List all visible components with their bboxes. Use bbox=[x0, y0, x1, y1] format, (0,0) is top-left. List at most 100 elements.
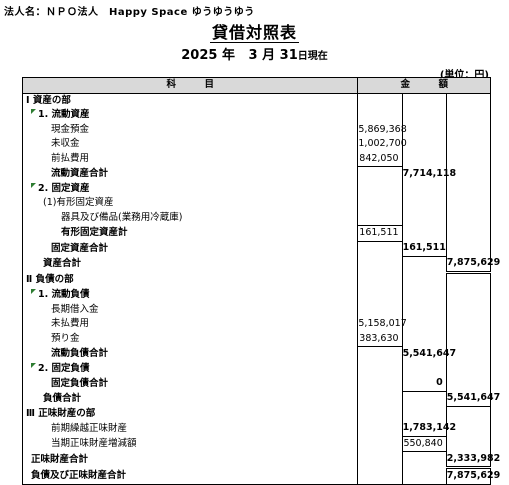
row-value-1 bbox=[357, 406, 403, 421]
date-year-unit: 年 bbox=[221, 48, 235, 63]
row-label: 有形固定資産計 bbox=[21, 225, 358, 241]
row-value-2 bbox=[401, 331, 447, 347]
row-label: 前払費用 bbox=[21, 151, 358, 167]
table-row: Ⅰ 資産の部 bbox=[21, 93, 492, 108]
row-value-2 bbox=[401, 151, 447, 167]
row-value-3 bbox=[445, 241, 492, 256]
row-value-3 bbox=[445, 331, 492, 347]
row-value-3 bbox=[445, 346, 492, 362]
table-row: 1. 流動資産 bbox=[21, 108, 492, 123]
date-month: 3 bbox=[248, 48, 258, 63]
row-label: 前期繰越正味財産 bbox=[21, 421, 358, 436]
row-label: 当期正味財産増減額 bbox=[21, 436, 358, 452]
row-label: 器具及び備品(業務用冷蔵庫) bbox=[21, 210, 358, 226]
row-value-3 bbox=[445, 288, 492, 303]
document-title: 貸借対照表 bbox=[0, 19, 509, 43]
row-value-3: 7,875,629 bbox=[445, 256, 500, 274]
column-header-amount: 金 額 bbox=[357, 77, 491, 94]
table-row: 前期繰越正味財産 1,783,142 bbox=[21, 421, 492, 437]
triangle-marker-icon bbox=[31, 182, 36, 188]
row-label-cell: 1. 流動資産 bbox=[21, 108, 358, 123]
row-value-3: 2,333,982 bbox=[445, 451, 500, 468]
table-row: 流動負債合計 5,541,647 bbox=[21, 346, 492, 362]
row-value-1 bbox=[357, 302, 403, 317]
row-value-2 bbox=[401, 122, 447, 137]
row-label: 正味財産合計 bbox=[21, 451, 358, 468]
row-value-1 bbox=[357, 436, 403, 452]
table-row: 未払費用 5,158,017 bbox=[21, 317, 492, 332]
row-value-1: 161,511 bbox=[357, 225, 403, 242]
table-row: (1)有形固定資産 bbox=[21, 196, 492, 211]
row-value-1 bbox=[357, 166, 403, 182]
row-value-1: 383,630 bbox=[357, 331, 403, 347]
row-value-3 bbox=[445, 181, 492, 196]
balance-sheet-table: 科 目 金 額 Ⅰ 資産の部 1. 流動資産 現金預金 5,869,368 未収… bbox=[21, 77, 500, 485]
row-value-2: 550,840 bbox=[401, 436, 447, 452]
row-value-1: 5,158,017 bbox=[357, 317, 407, 332]
row-value-2 bbox=[401, 225, 447, 241]
table-row: Ⅱ 負債の部 bbox=[21, 272, 492, 288]
row-value-3 bbox=[445, 151, 492, 167]
row-value-1 bbox=[357, 181, 403, 196]
row-value-3 bbox=[445, 361, 492, 376]
row-value-1 bbox=[357, 210, 403, 226]
row-value-1 bbox=[357, 376, 403, 391]
row-value-3 bbox=[445, 108, 492, 123]
table-header-row: 科 目 金 額 bbox=[21, 77, 491, 94]
date-day: 31 bbox=[279, 48, 298, 63]
row-value-1 bbox=[357, 421, 403, 436]
row-value-1 bbox=[357, 93, 403, 108]
table-row: 2. 固定資産 bbox=[21, 181, 492, 196]
row-value-3 bbox=[445, 406, 492, 421]
row-value-3 bbox=[445, 317, 492, 332]
table-row: 流動資産合計 7,714,118 bbox=[21, 166, 492, 182]
row-value-1 bbox=[357, 361, 403, 376]
row-label: Ⅲ 正味財産の部 bbox=[21, 406, 358, 421]
unit-note: (単位：円) bbox=[439, 70, 489, 81]
corporation-line: 法人名：ＮＰＯ法人 Happy Space ゆうゆうゆう bbox=[4, 3, 255, 18]
row-label-cell: 1. 流動負債 bbox=[21, 288, 358, 303]
table-row: 未収金 1,002,700 bbox=[21, 137, 492, 152]
row-value-1 bbox=[357, 346, 403, 362]
row-label: 流動負債合計 bbox=[21, 346, 358, 362]
row-value-1: 5,869,368 bbox=[357, 122, 407, 137]
date-year: 2025 bbox=[181, 48, 218, 63]
row-label: 流動資産合計 bbox=[21, 166, 358, 182]
row-label: 負債合計 bbox=[21, 391, 358, 406]
row-value-1 bbox=[357, 391, 403, 406]
row-value-3 bbox=[445, 436, 492, 452]
row-value-3 bbox=[445, 166, 492, 182]
row-value-3 bbox=[445, 210, 492, 226]
row-label: 負債及び正味財産合計 bbox=[21, 467, 358, 485]
triangle-marker-icon bbox=[31, 289, 36, 295]
row-value-2 bbox=[401, 181, 447, 196]
date-month-unit: 月 bbox=[262, 48, 276, 63]
row-label-cell: 2. 固定資産 bbox=[21, 181, 358, 196]
row-label: 資産合計 bbox=[21, 256, 358, 272]
row-value-2: 7,714,118 bbox=[401, 166, 456, 182]
table-row: 負債及び正味財産合計 7,875,629 bbox=[21, 466, 500, 485]
table-row: 資産合計 7,875,629 bbox=[21, 256, 500, 274]
row-value-2 bbox=[401, 451, 447, 468]
row-label: 固定負債合計 bbox=[21, 376, 358, 391]
row-value-2 bbox=[401, 196, 447, 211]
table-row: 正味財産合計 2,333,982 bbox=[21, 451, 500, 468]
table-row: 前払費用 842,050 bbox=[21, 151, 492, 167]
corporation-label: 法人名： bbox=[4, 7, 46, 18]
row-value-3 bbox=[445, 225, 492, 241]
row-label: 長期借入金 bbox=[21, 302, 358, 317]
column-header-item: 科 目 bbox=[21, 77, 358, 94]
row-value-3: 7,875,629 bbox=[445, 466, 500, 485]
table-row: 器具及び備品(業務用冷蔵庫) bbox=[21, 210, 492, 226]
row-value-1: 1,002,700 bbox=[357, 137, 407, 152]
table-row: 固定負債合計 0 bbox=[21, 376, 492, 392]
row-value-3 bbox=[445, 196, 492, 211]
row-value-2: 1,783,142 bbox=[401, 421, 456, 437]
table-row: 負債合計 5,541,647 bbox=[21, 391, 500, 407]
row-value-2 bbox=[401, 391, 447, 406]
row-value-1 bbox=[357, 272, 403, 288]
row-value-2: 0 bbox=[401, 376, 447, 392]
row-label: 1. 流動負債 bbox=[38, 289, 90, 301]
table-row: Ⅲ 正味財産の部 bbox=[21, 406, 492, 421]
row-value-2 bbox=[401, 361, 447, 376]
